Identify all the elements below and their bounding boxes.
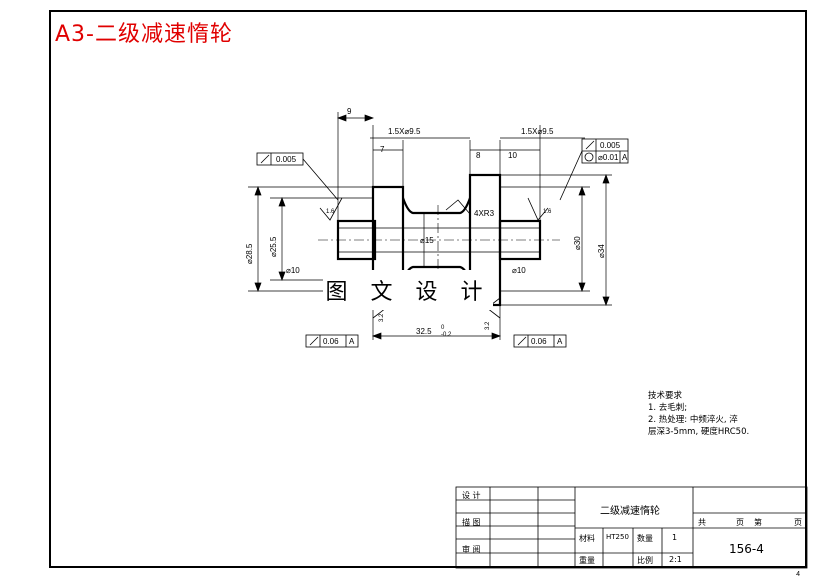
dim-15: ⌀15: [420, 236, 434, 245]
notes-heading: 技术要求: [648, 391, 683, 401]
gdt-texts: 0.005 0.005 ⌀0.01 A 0.06 A 0.06 A: [276, 141, 628, 346]
checker-label: 描 图: [462, 518, 481, 527]
datum-a-bottom-left: A: [349, 337, 355, 346]
dim-10-right: ⌀10: [512, 266, 526, 275]
quantity-value: 1: [672, 533, 678, 542]
gdt-symbols: [260, 140, 595, 346]
bore-lines: [338, 227, 540, 253]
drawing-number: 156-4: [729, 542, 764, 556]
runout-frame-bottom-left: [305, 334, 359, 348]
dim-8: 8: [476, 151, 481, 160]
sheet-page-label: 页: [794, 518, 802, 527]
rough-1-6-left: 1.6: [326, 209, 335, 215]
runout-bottom-left-value: 0.06: [323, 337, 339, 346]
rough-3-2-left: 3.2: [379, 313, 385, 322]
dim-7: 7: [380, 145, 385, 154]
total-label: 共: [698, 518, 706, 527]
title-block: 设 计 描 图 审 阅 二级减速惰轮 材料 HT250 数量 1 重量 比例 2…: [456, 487, 807, 568]
sheet-border: [49, 10, 807, 568]
dim-1-5x9-5-left: 1.5X⌀9.5: [388, 127, 421, 136]
dim-25-5: ⌀25.5: [269, 236, 278, 257]
sheet-label: 第: [754, 518, 762, 527]
rough-1-6-right: 1.6: [543, 209, 552, 215]
scale-label: 比例: [637, 556, 653, 565]
notes-line-2: 2. 热处理: 中频淬火, 淬: [648, 415, 738, 425]
dim-9: 9: [347, 107, 352, 116]
material-label: 材料: [579, 534, 595, 543]
neck-top-outline: [401, 197, 472, 215]
tol-zero: 0: [441, 325, 445, 331]
tol-neg: -0.2: [441, 332, 452, 338]
watermark: 图 文 设 计: [323, 270, 493, 310]
technical-notes: 技术要求 1. 去毛刺; 2. 热处理: 中频淬火, 淬 层深3-5mm, 硬度…: [648, 390, 749, 438]
center-lines: [318, 205, 560, 275]
dim-1-5x9-5-right: 1.5X⌀9.5: [521, 127, 554, 136]
title-block-grid: [455, 486, 808, 569]
dim-34: ⌀34: [597, 244, 606, 258]
reviewer-label: 审 阅: [462, 545, 481, 554]
weight-label: 重量: [579, 556, 595, 565]
dimension-lines: [254, 114, 610, 340]
dim-10: 10: [508, 151, 517, 160]
runout-left-value: 0.005: [276, 155, 297, 164]
dim-4xr3: 4XR3: [474, 209, 495, 218]
runout-frame-bottom-right: [513, 334, 567, 348]
datum-a-bottom-right: A: [557, 337, 563, 346]
dim-30: ⌀30: [573, 236, 582, 250]
dim-32-5: 32.5: [416, 327, 432, 336]
quantity-label: 数量: [637, 534, 653, 543]
circularity-symbol: [584, 152, 594, 162]
notes-line-1: 1. 去毛刺;: [648, 403, 688, 413]
runout-right-value: 0.005: [600, 141, 621, 150]
circularity-value: ⌀0.01: [598, 153, 619, 162]
sheet-title: A3-二级减速惰轮: [55, 22, 233, 47]
rough-3-2-right: 3.2: [485, 321, 491, 330]
dim-10-left: ⌀10: [286, 266, 300, 275]
scale-value: 2:1: [669, 555, 682, 564]
datum-a-label: A: [622, 153, 628, 162]
page-label: 页: [736, 518, 744, 527]
part-name: 二级减速惰轮: [600, 506, 660, 517]
material-value: HT250: [606, 533, 629, 541]
corner-number: 4: [796, 571, 800, 578]
extension-lines: [248, 112, 612, 340]
dim-28-5: ⌀28.5: [245, 243, 254, 264]
notes-line-3: 层深3-5mm, 硬度HRC50.: [648, 427, 750, 437]
designer-label: 设 计: [462, 491, 481, 500]
runout-bottom-right-value: 0.06: [531, 337, 547, 346]
gdt-frames: [256, 138, 629, 348]
dimension-texts: 9 1.5X⌀9.5 7 8 10 1.5X⌀9.5 4XR3 ⌀15 ⌀28.…: [245, 107, 606, 338]
